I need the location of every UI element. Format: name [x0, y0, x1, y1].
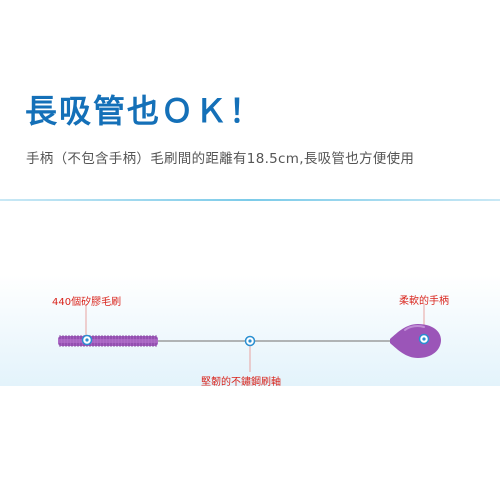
marker-shaft — [244, 335, 256, 347]
headline: 長吸管也ＯＫ！ — [25, 92, 264, 130]
marker-bristles — [81, 334, 93, 346]
straw-brush-diagram — [58, 303, 441, 372]
marker-handle — [418, 333, 430, 345]
description-text: 手柄（不包含手柄）毛刷間的距離有18.5cm,長吸管也方便使用 — [26, 151, 415, 167]
callout-handle: 柔軟的手柄 — [399, 296, 449, 307]
callout-bristles: 440個矽膠毛刷 — [52, 297, 122, 308]
silicone-bristles — [58, 335, 158, 347]
callout-shaft: 堅韌的不鏽鋼刷軸 — [201, 377, 281, 388]
soft-handle — [390, 324, 441, 358]
divider-line — [0, 199, 500, 201]
